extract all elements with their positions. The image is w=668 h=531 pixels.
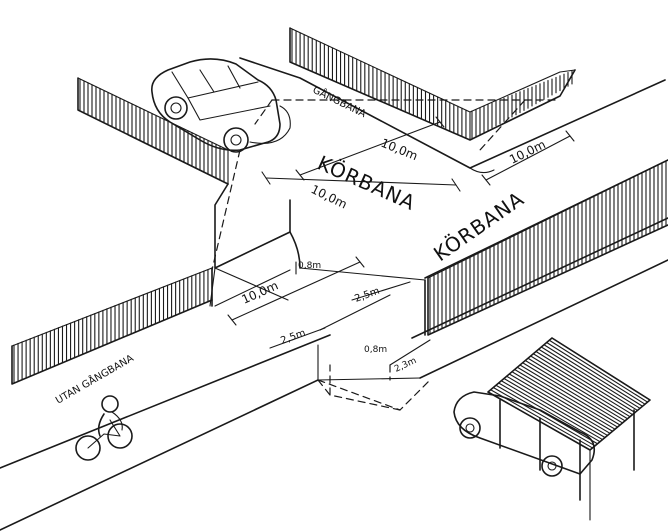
left-lower-fence (11, 231, 291, 385)
labels: KÖRBANA KÖRBANA GÅNGBANA UTAN GÅNGBANA 1… (53, 83, 548, 407)
parked-car-icon (453, 391, 596, 477)
carport-slat (538, 348, 639, 411)
dim-mid: 10,0m (309, 182, 350, 211)
carport-slat (543, 344, 644, 407)
dim-low: 10,0m (240, 278, 281, 306)
carport-slat (503, 377, 606, 439)
road-edges (0, 159, 668, 531)
sight-lines (211, 99, 561, 411)
carport-slat (546, 341, 646, 405)
carport-slat (487, 391, 591, 451)
carport-slat (492, 386, 596, 447)
carport-slat (516, 366, 619, 428)
carport-slat (508, 373, 611, 434)
carport-slat (511, 371, 614, 432)
carport-slat (551, 337, 651, 401)
carport-slat (498, 382, 601, 443)
carport-icon (487, 337, 651, 521)
left-upper-fence (77, 77, 229, 185)
carport-slat (540, 346, 641, 409)
dimension-lines (227, 116, 575, 349)
carport-slat (500, 380, 604, 441)
carport-slat (522, 362, 624, 424)
sidewalk-label: GÅNGBANA (311, 83, 369, 120)
carport-slat (519, 364, 621, 426)
dim-top-road: 10,0m (379, 136, 420, 163)
carport-slat (506, 375, 609, 436)
carport-slat (530, 355, 631, 418)
car-icon (151, 58, 291, 153)
carport-slat (514, 368, 616, 430)
right-lower-fence (427, 159, 668, 336)
dim-25-b: 2,5m (279, 328, 307, 347)
dim-08-a: 0,8m (298, 261, 321, 271)
carport-slat (532, 353, 634, 416)
no-sidewalk-label: UTAN GÅNGBANA (53, 351, 136, 406)
dim-08-b: 0,8m (364, 345, 387, 355)
dim-23: 2,3m (393, 356, 418, 375)
carport-slat (524, 359, 626, 422)
carport-slat (548, 339, 649, 403)
cyclist-icon (75, 395, 133, 461)
carport-slat (527, 357, 629, 420)
carport-slat (535, 350, 636, 414)
top-right-fence (239, 27, 666, 174)
